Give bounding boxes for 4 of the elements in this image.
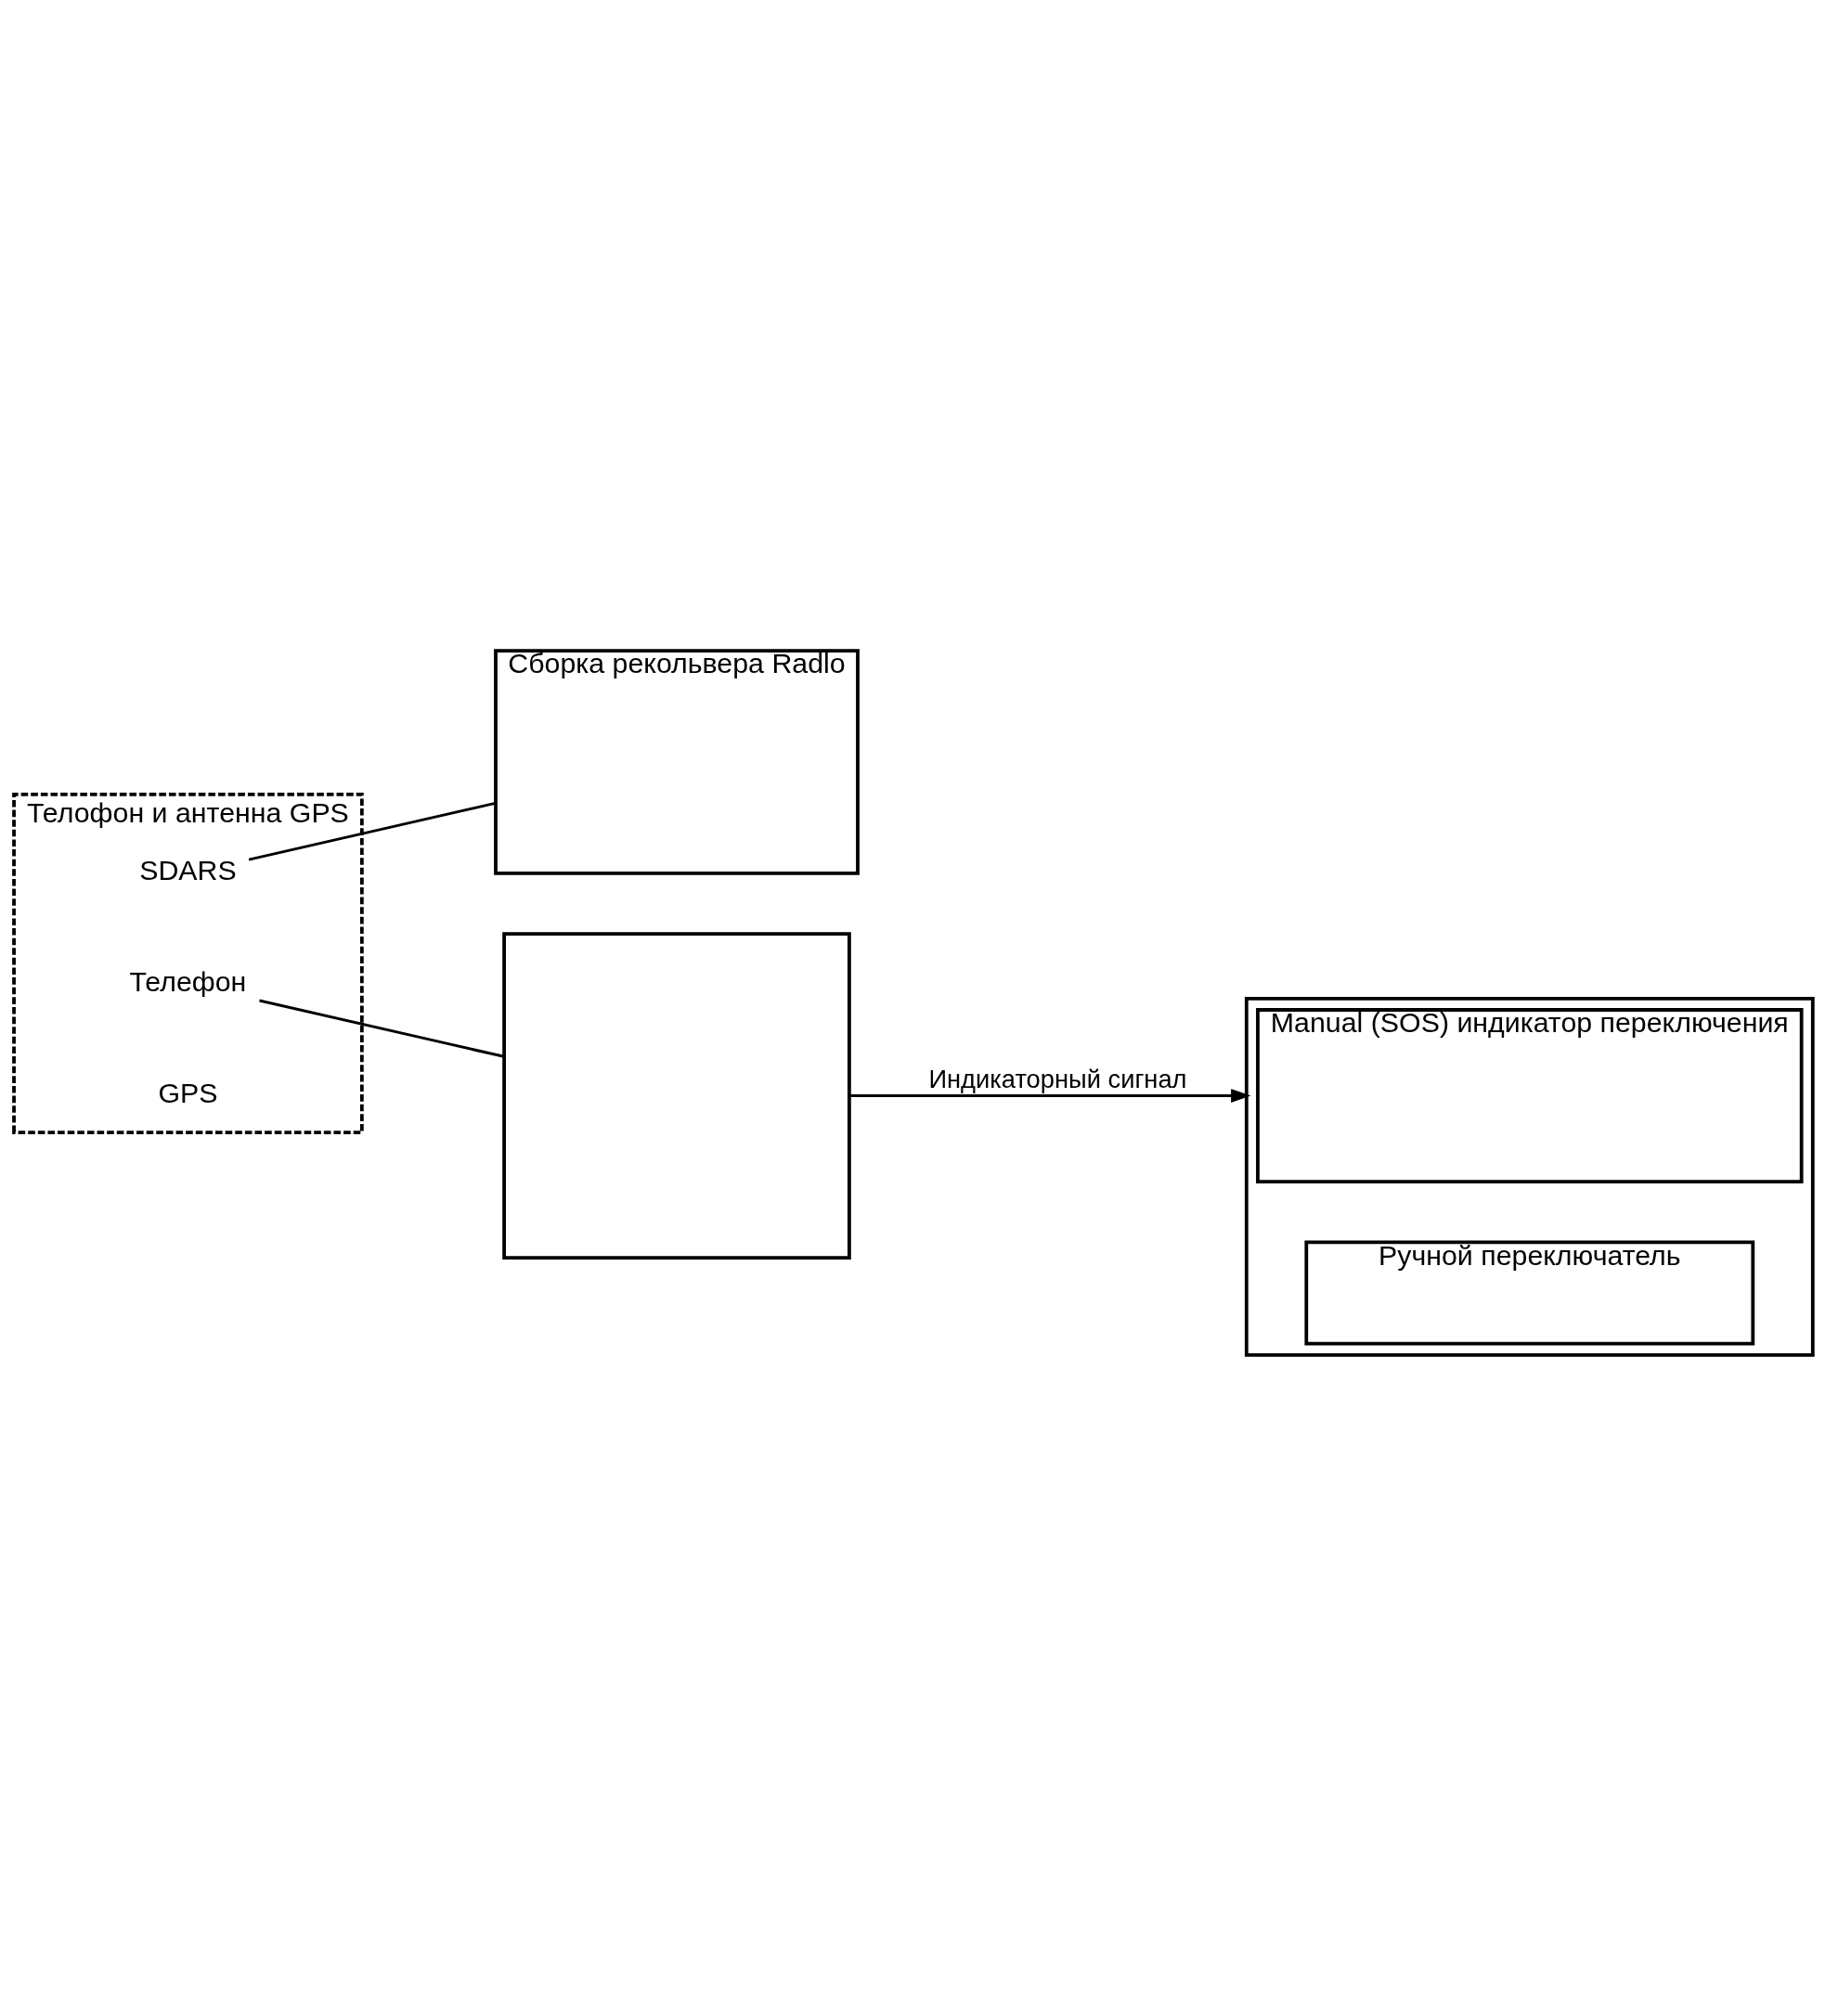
edge-label: Индикаторный сигнал xyxy=(928,1064,1187,1093)
node-text: Телефон xyxy=(129,965,247,997)
node-text: GPS xyxy=(158,1077,218,1108)
node-text: SDARS xyxy=(139,854,237,885)
